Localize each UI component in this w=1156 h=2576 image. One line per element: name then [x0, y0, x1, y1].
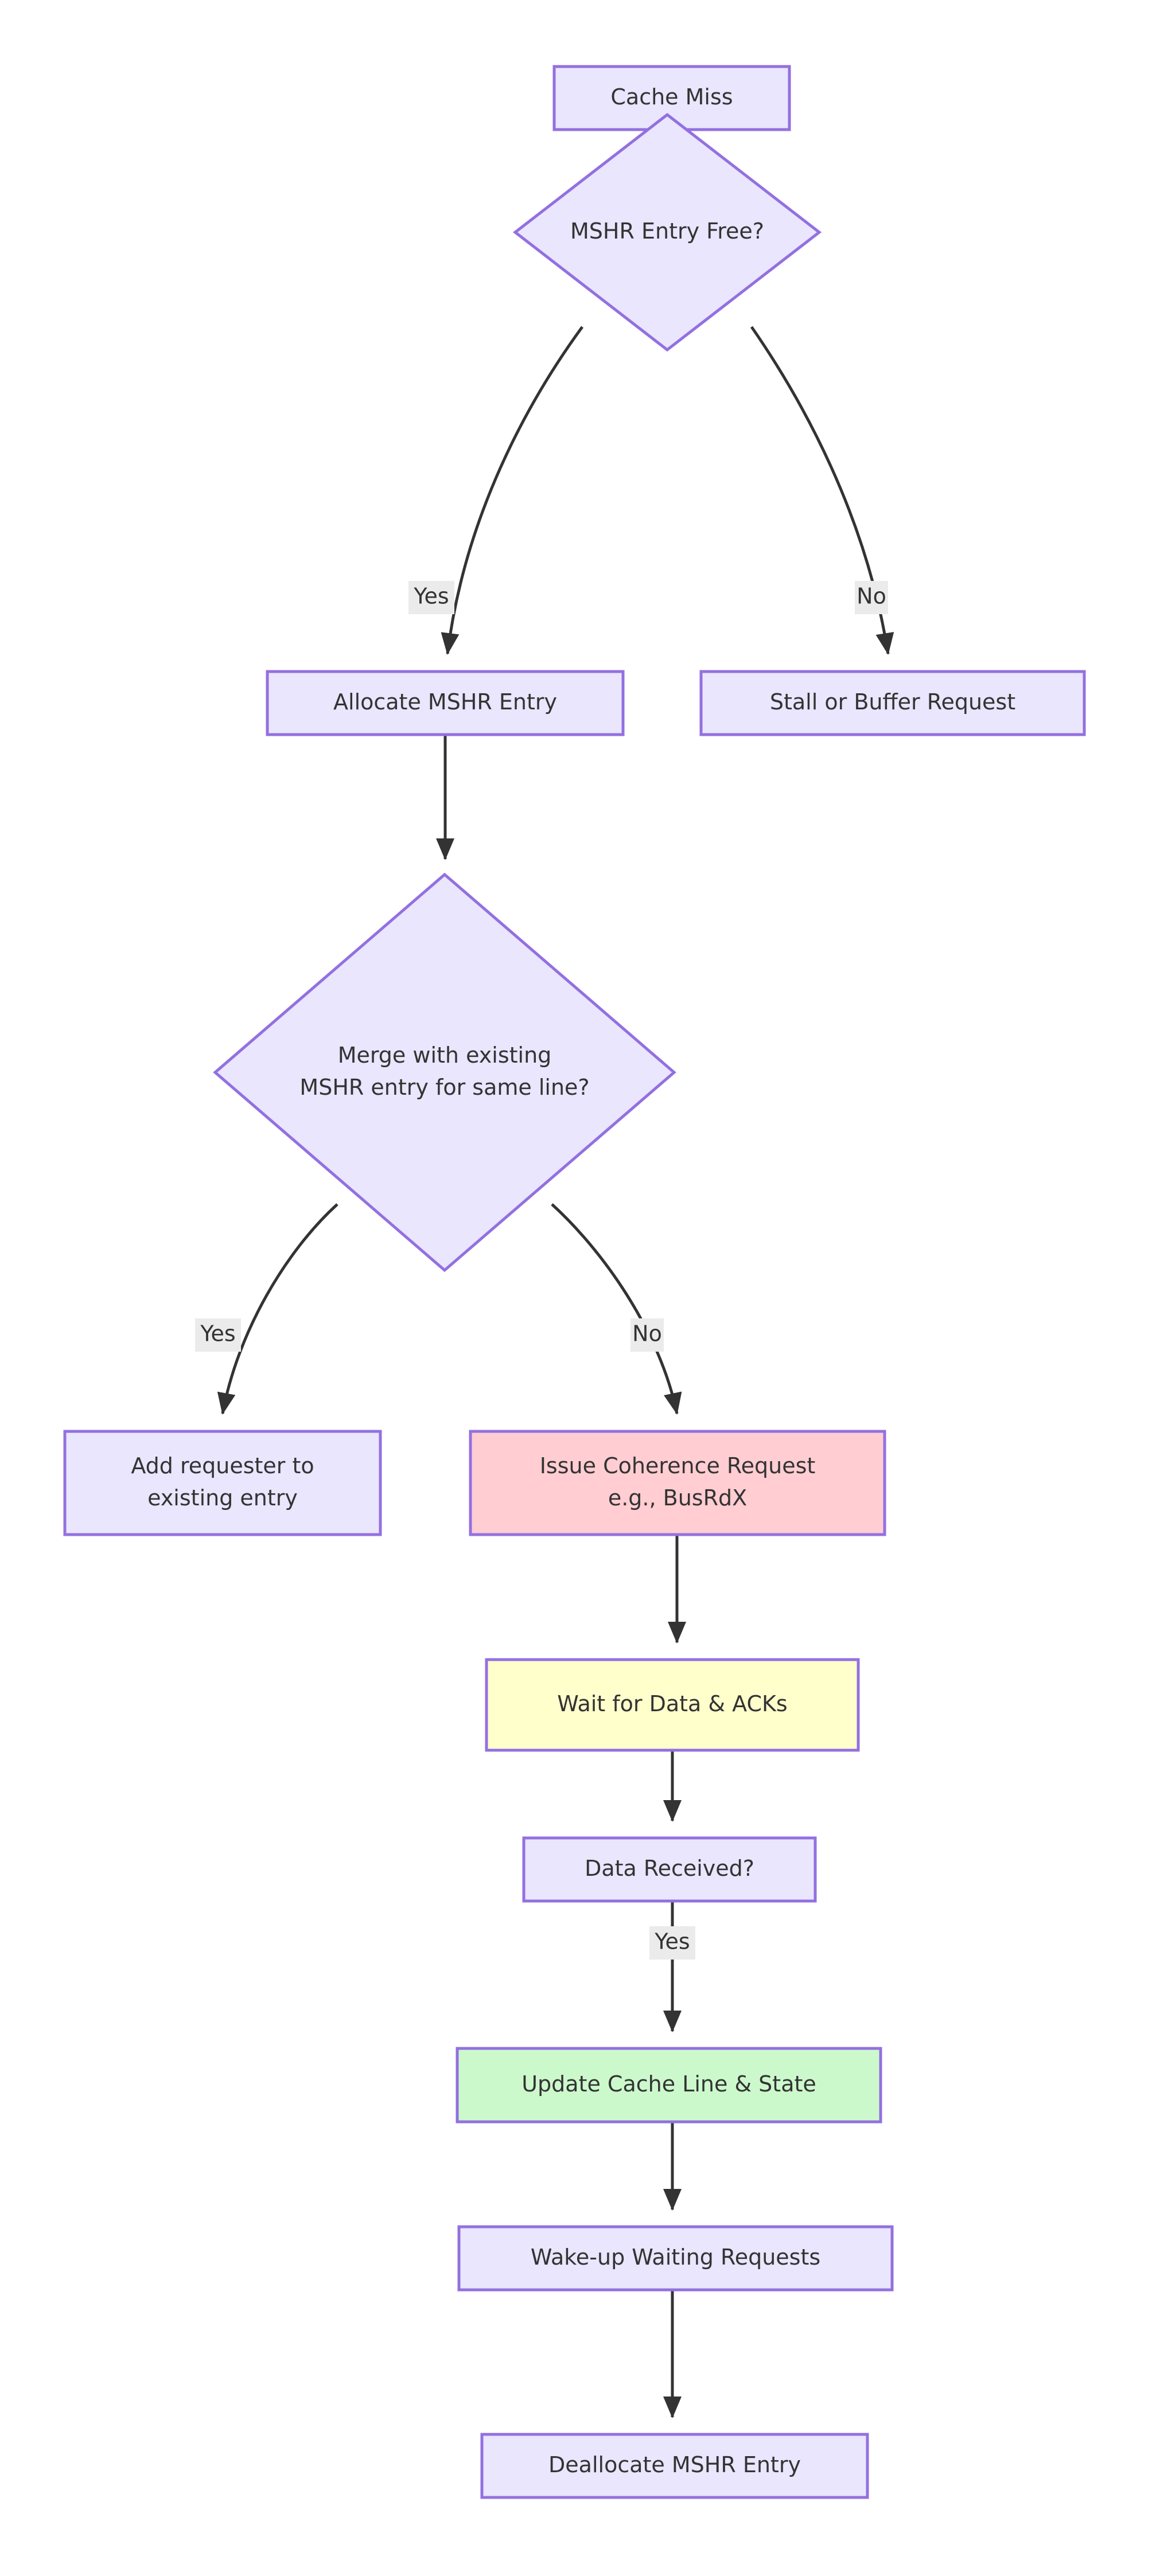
node-shape-rect — [522, 1836, 817, 1903]
node-label: Data Received? — [585, 1856, 754, 1881]
node-wake-up-waiting-requests[interactable]: Wake-up Waiting Requests — [457, 2225, 894, 2292]
edge-label-text: No — [632, 1321, 662, 1346]
edge-label-e2: Yes — [408, 581, 454, 614]
node-shape-rect — [63, 1430, 382, 1536]
edge-label-background — [649, 1926, 695, 1960]
node-label: Update Cache Line & State — [521, 2071, 816, 2097]
node-shape-rect — [485, 1658, 860, 1752]
node-label: Allocate MSHR Entry — [333, 689, 557, 715]
node-deallocate-mshr-entry[interactable]: Deallocate MSHR Entry — [480, 2433, 869, 2499]
node-stall-or-buffer-request[interactable]: Stall or Buffer Request — [699, 670, 1086, 736]
node-shape-rect — [480, 2433, 869, 2499]
edge-merge-with-existing-to-issue-coherence-request — [551, 1203, 682, 1415]
edges-layer — [217, 130, 894, 2419]
edge-label-background — [630, 1318, 664, 1352]
edge-label-background — [408, 581, 454, 614]
node-shape-rect — [457, 2225, 894, 2292]
node-label: Cache Miss — [610, 84, 733, 110]
node-allocate-mshr-entry[interactable]: Allocate MSHR Entry — [266, 670, 625, 736]
node-shape-rect — [456, 2047, 882, 2124]
node-mshr-entry-free[interactable]: MSHR Entry Free? — [512, 112, 822, 352]
node-shape-diamond — [512, 112, 822, 352]
node-wait-for-data-acks[interactable]: Wait for Data & ACKs — [485, 1658, 860, 1752]
node-shape-rect — [469, 1430, 886, 1536]
node-label: MSHR Entry Free? — [570, 218, 764, 244]
node-shape-rect — [266, 670, 625, 736]
edge-label-e9: Yes — [649, 1926, 695, 1960]
node-data-received[interactable]: Data Received? — [522, 1836, 817, 1903]
edge-label-text: No — [857, 584, 886, 609]
edge-label-e5: Yes — [195, 1318, 241, 1352]
edge-label-text: Yes — [413, 584, 449, 609]
edge-label-background — [855, 581, 888, 614]
node-label: Wake-up Waiting Requests — [531, 2245, 820, 2270]
node-shape-diamond — [213, 872, 676, 1273]
node-shape-rect — [699, 670, 1086, 736]
node-label: Stall or Buffer Request — [770, 689, 1015, 715]
edge-merge-with-existing-to-add-requester — [217, 1203, 338, 1415]
edge-label-e6: No — [630, 1318, 664, 1352]
edge-label-text: Yes — [200, 1321, 235, 1346]
node-label: Wait for Data & ACKs — [557, 1691, 787, 1716]
edge-mshr-entry-free-to-allocate-mshr-entry — [441, 326, 584, 655]
node-label: Deallocate MSHR Entry — [548, 2452, 801, 2477]
edge-label-e3: No — [855, 581, 888, 614]
node-update-cache-line-state[interactable]: Update Cache Line & State — [456, 2047, 882, 2124]
edge-label-background — [195, 1318, 241, 1352]
edge-label-text: Yes — [654, 1929, 690, 1954]
